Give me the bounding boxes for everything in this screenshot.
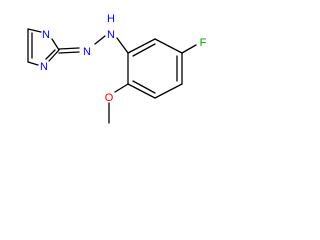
atom-nh: N	[107, 29, 115, 41]
bond-c4-n3	[27, 28, 42, 33]
bond-n1-c5	[27, 61, 39, 66]
atom-n-azo: N	[83, 46, 91, 58]
atom-n-ring-bottom: N	[40, 61, 48, 73]
atom-nh-hydrogen: H	[107, 13, 115, 25]
hydrazone-linkage	[58, 35, 129, 54]
bond-ar-1-2	[127, 38, 156, 54]
bond-c2-n1	[48, 49, 60, 62]
atom-oxygen: O	[105, 92, 114, 104]
bond-c2-n1-double	[45, 49, 56, 60]
bond-n-azo-nh	[94, 35, 106, 45]
structure-diagram: N N N H N F O	[27, 13, 207, 124]
bond-c-o	[114, 83, 129, 93]
bond-c2-n-azo	[58, 47, 80, 50]
bond-nh-ring	[116, 37, 129, 54]
benzene-ring	[127, 38, 183, 99]
bond-c2-n-azo-double	[58, 51, 80, 54]
bond-ar-4-5	[154, 83, 183, 99]
atom-n-ring-top: N	[42, 29, 50, 41]
imidazole-ring	[27, 28, 60, 66]
bond-ar-2-3	[154, 38, 183, 54]
bond-n3-c2	[51, 38, 60, 51]
bond-ar-double-a	[132, 43, 156, 57]
bond-ar-5-6	[127, 83, 156, 99]
bond-ar-double-c	[132, 80, 156, 94]
bond-c-f	[181, 44, 197, 54]
atom-fluorine: F	[200, 37, 207, 49]
substituents	[108, 44, 197, 124]
